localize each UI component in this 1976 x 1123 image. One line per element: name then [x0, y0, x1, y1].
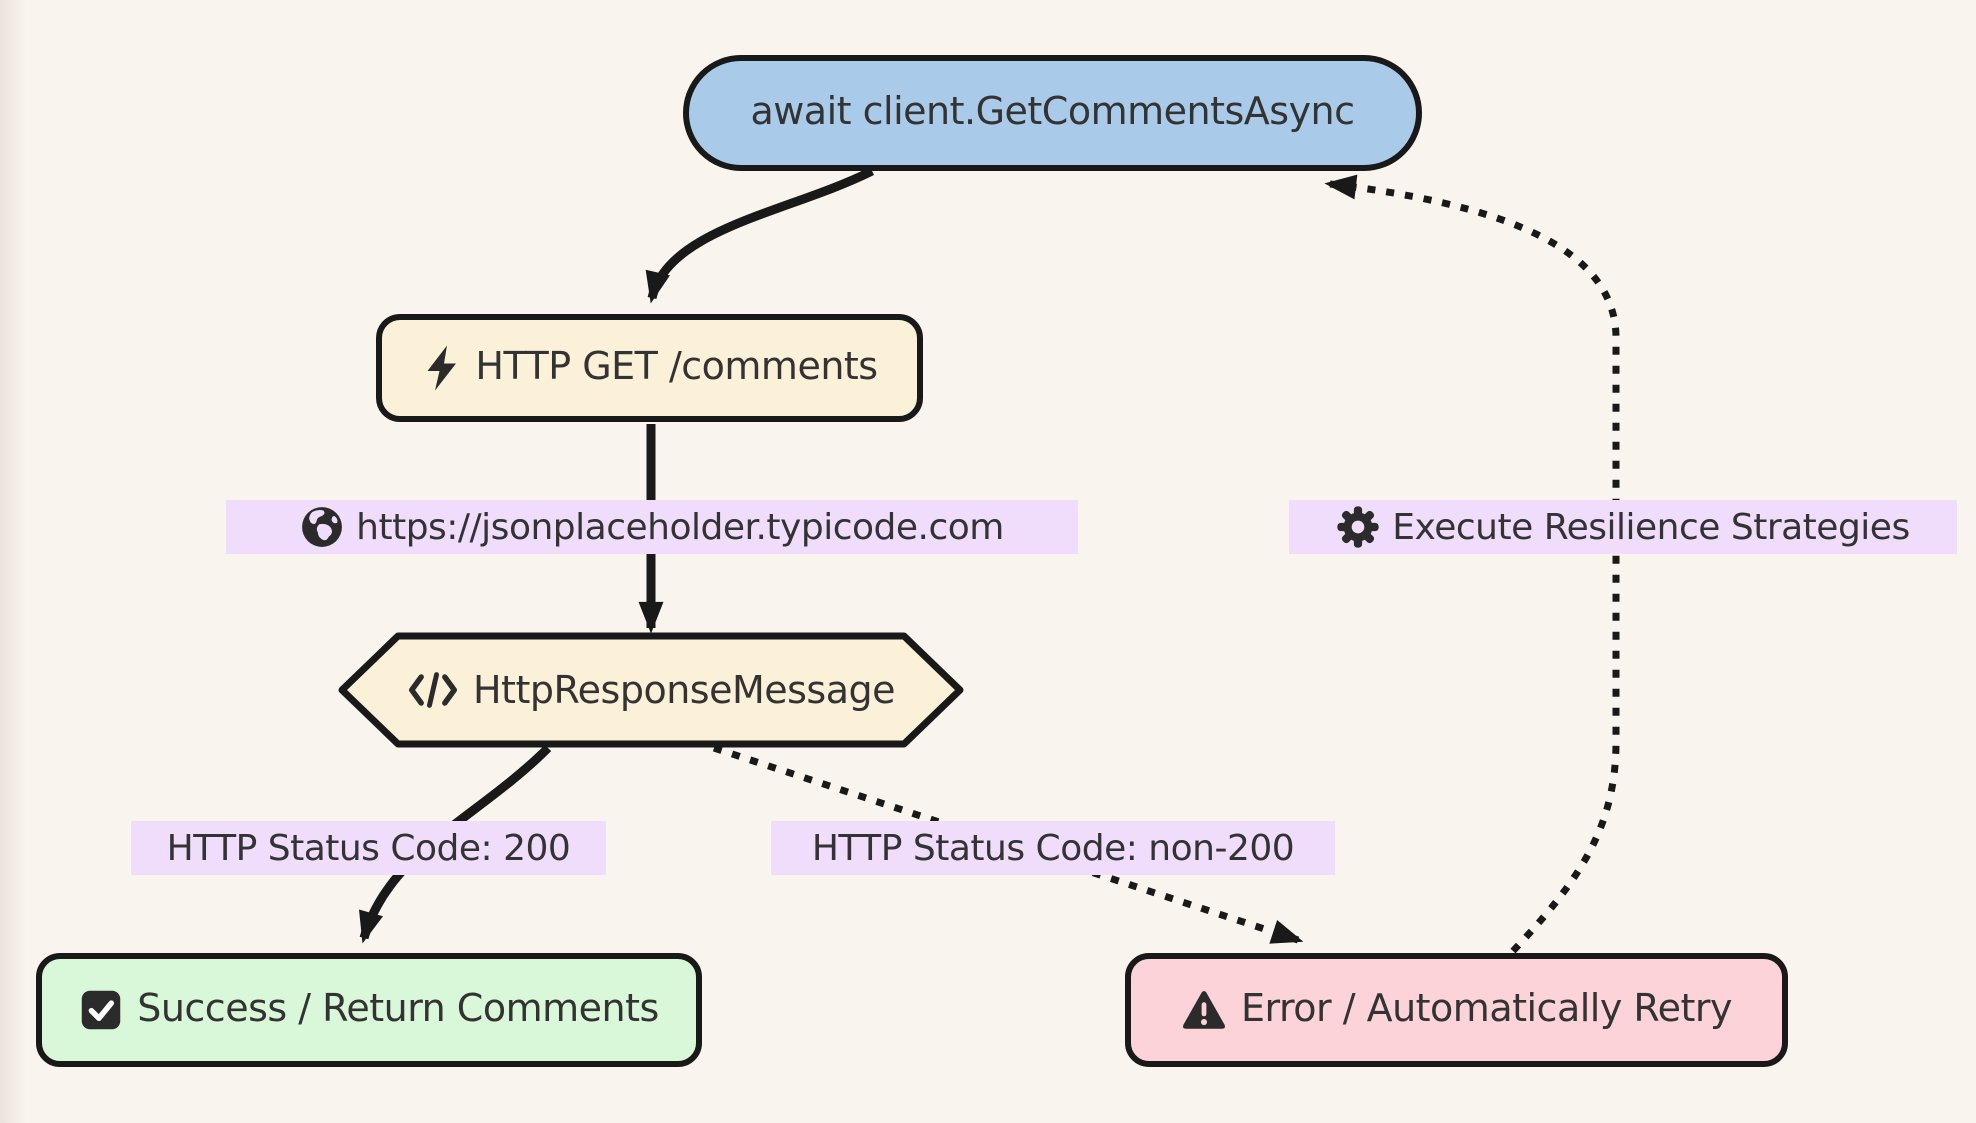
- code-icon: [407, 671, 459, 709]
- checkbox-icon: [79, 988, 123, 1032]
- edge-label-status-non-200: HTTP Status Code: non-200: [771, 821, 1335, 875]
- node-start: await client.GetCommentsAsync: [683, 55, 1422, 171]
- lightning-icon: [421, 344, 461, 392]
- edge-label-base-url: https://jsonplaceholder.typicode.com: [226, 500, 1078, 554]
- gear-icon: [1336, 505, 1380, 549]
- node-response: HttpResponseMessage: [334, 628, 968, 752]
- node-success: Success / Return Comments: [36, 953, 702, 1067]
- globe-icon: [300, 505, 344, 549]
- edge-label-resilience: Execute Resilience Strategies: [1289, 500, 1957, 554]
- edge-label-resilience-text: Execute Resilience Strategies: [1392, 506, 1910, 548]
- node-start-label: await client.GetCommentsAsync: [750, 89, 1355, 133]
- edge-label-status-200: HTTP Status Code: 200: [131, 821, 606, 875]
- edge-label-status-non-200-text: HTTP Status Code: non-200: [811, 827, 1295, 869]
- node-success-label: Success / Return Comments: [137, 986, 659, 1030]
- node-error: Error / Automatically Retry: [1125, 953, 1788, 1067]
- node-request-label: HTTP GET /comments: [475, 344, 878, 388]
- edge-label-base-url-text: https://jsonplaceholder.typicode.com: [356, 506, 1004, 548]
- warning-icon: [1181, 989, 1227, 1031]
- node-error-label: Error / Automatically Retry: [1240, 986, 1733, 1030]
- edge-label-status-200-text: HTTP Status Code: 200: [166, 827, 571, 869]
- edge-start-to-request: [645, 166, 875, 304]
- node-response-shape: [338, 632, 964, 748]
- node-response-label: HttpResponseMessage: [472, 668, 896, 712]
- node-request: HTTP GET /comments: [376, 314, 923, 422]
- edge-error-to-start: [1324, 174, 1620, 954]
